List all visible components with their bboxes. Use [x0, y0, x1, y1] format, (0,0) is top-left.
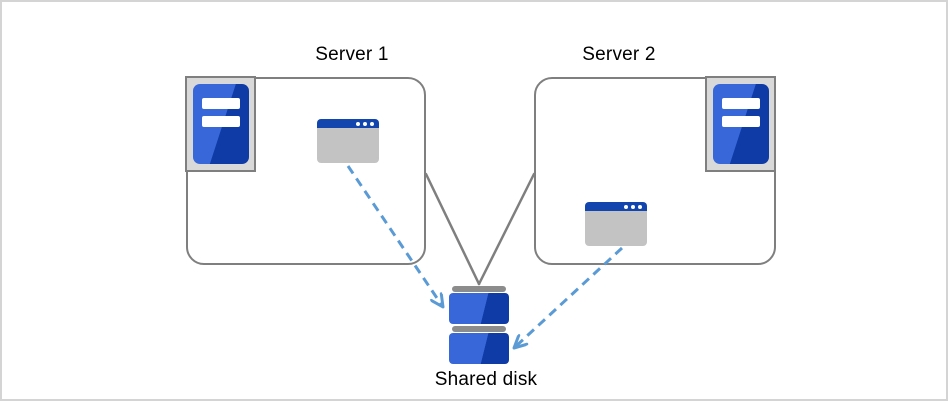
disk-cap	[452, 286, 506, 292]
server-stripe	[721, 116, 760, 127]
window-dot-icon	[624, 204, 628, 209]
window-dot-icon	[638, 204, 642, 209]
server1-label: Server 1	[315, 44, 389, 65]
window-dot-icon	[363, 121, 367, 126]
solid-connector-server1-disk	[424, 172, 481, 286]
window-dot-icon	[356, 121, 360, 126]
window-body	[585, 211, 647, 246]
window-titlebar	[585, 202, 647, 211]
server-tower-icon	[705, 76, 776, 172]
server-stripe	[721, 98, 760, 109]
server-tower-glyph	[192, 84, 249, 164]
window-dot-icon	[370, 121, 374, 126]
server-stripe	[201, 98, 240, 109]
shared-disk-label: Shared disk	[434, 369, 538, 390]
disk-cap	[452, 326, 506, 332]
window-titlebar	[317, 119, 379, 128]
server-tower-icon	[185, 76, 256, 172]
server-tower-glyph	[712, 84, 769, 164]
server2-label: Server 2	[582, 44, 656, 65]
application-window-icon	[585, 202, 647, 246]
server-stripe	[201, 116, 240, 127]
application-window-icon	[317, 119, 379, 163]
window-body	[317, 128, 379, 163]
dashed-arrow-app1-to-disk	[346, 165, 443, 307]
window-dot-icon	[631, 204, 635, 209]
solid-connector-server2-disk	[477, 172, 536, 286]
disk-platter	[449, 333, 509, 364]
dashed-arrow-app2-to-disk	[514, 246, 624, 348]
disk-platter	[449, 293, 509, 324]
